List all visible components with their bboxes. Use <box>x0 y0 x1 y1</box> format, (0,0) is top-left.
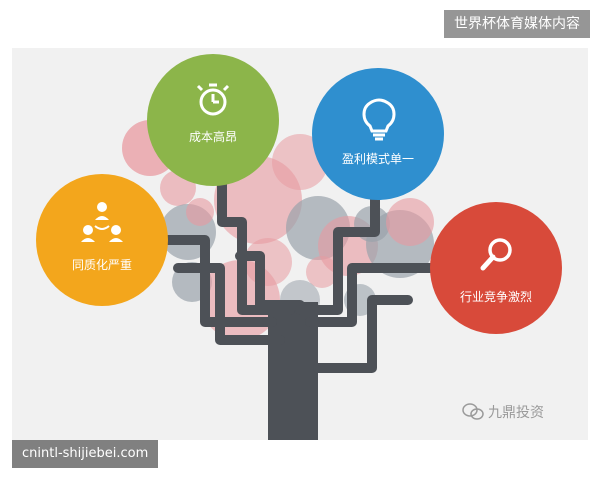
bubble <box>306 256 338 288</box>
bubble <box>244 238 292 286</box>
branch-left-low <box>173 263 285 345</box>
source-url-watermark: cnintl-shijiebei.com <box>12 440 159 468</box>
branch-right-low <box>313 295 413 373</box>
lightbulb-icon <box>362 98 396 141</box>
node-circle-competition <box>430 202 562 334</box>
branch-left-up <box>217 175 295 315</box>
branch-left-mid <box>163 235 277 327</box>
bubble <box>186 198 214 226</box>
branch-right-up <box>295 195 380 315</box>
node-circle-homogeneity <box>36 174 168 306</box>
brand-mark: 九鼎投资 <box>462 402 544 422</box>
brand-name: 九鼎投资 <box>488 405 544 421</box>
magnifier-icon <box>480 238 512 271</box>
branch-right-mid <box>305 263 440 327</box>
wechat-bubbles-icon <box>462 403 484 420</box>
branch-up-mid <box>235 251 305 310</box>
node-label-homogeneity: 同质化严重 <box>71 258 132 272</box>
people-network-icon <box>81 202 123 242</box>
stopwatch-icon <box>196 83 230 116</box>
node-label-cost: 成本高昂 <box>188 130 237 144</box>
tree-branches <box>163 175 440 373</box>
node-circle-cost <box>147 54 279 186</box>
node-label-competition: 行业竞争激烈 <box>459 290 532 304</box>
node-label-profit: 盈利模式单一 <box>341 152 414 166</box>
bubble <box>386 198 434 246</box>
top-watermark: 世界杯体育媒体内容 <box>444 10 590 38</box>
